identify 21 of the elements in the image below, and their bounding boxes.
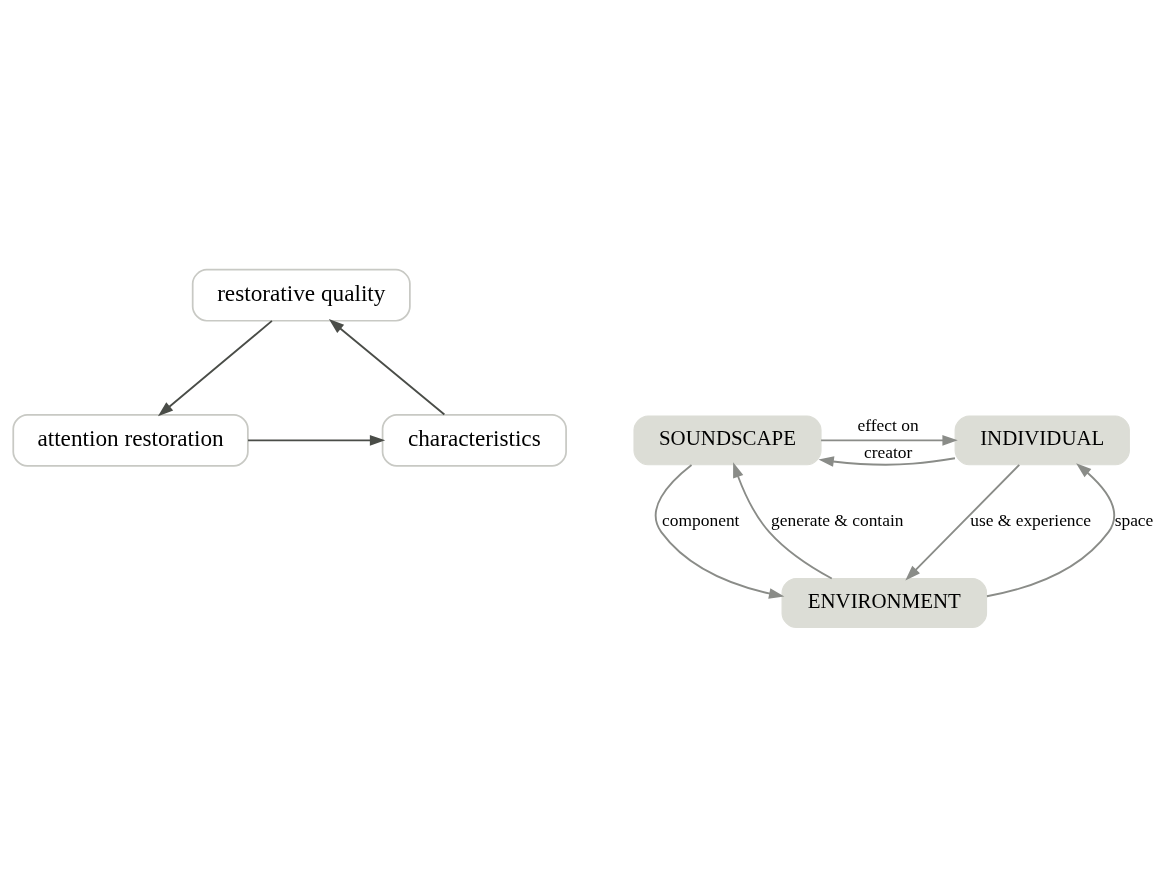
arrow	[733, 461, 833, 579]
edge-label: use & experience	[970, 509, 1092, 530]
arrow	[157, 319, 273, 416]
node-box: INDIVIDUAL	[954, 414, 1130, 465]
edge-label: space	[1114, 509, 1154, 530]
arrow	[247, 434, 386, 446]
edge-label: effect on	[857, 414, 919, 435]
node-box: SOUNDSCAPE	[633, 414, 822, 465]
node-box: characteristics	[381, 413, 567, 467]
edge-label: generate & contain	[771, 509, 904, 530]
arrow	[328, 318, 446, 415]
arrow	[818, 455, 956, 467]
arrow	[820, 434, 958, 446]
node-box: ENVIRONMENT	[781, 577, 988, 628]
arrow	[986, 462, 1115, 597]
arrow	[905, 463, 1021, 580]
edge-label: component	[662, 509, 740, 530]
edge-label: creator	[863, 441, 913, 462]
node-box: attention restoration	[12, 413, 249, 467]
node-box: restorative quality	[191, 268, 411, 322]
arrow	[654, 463, 785, 599]
